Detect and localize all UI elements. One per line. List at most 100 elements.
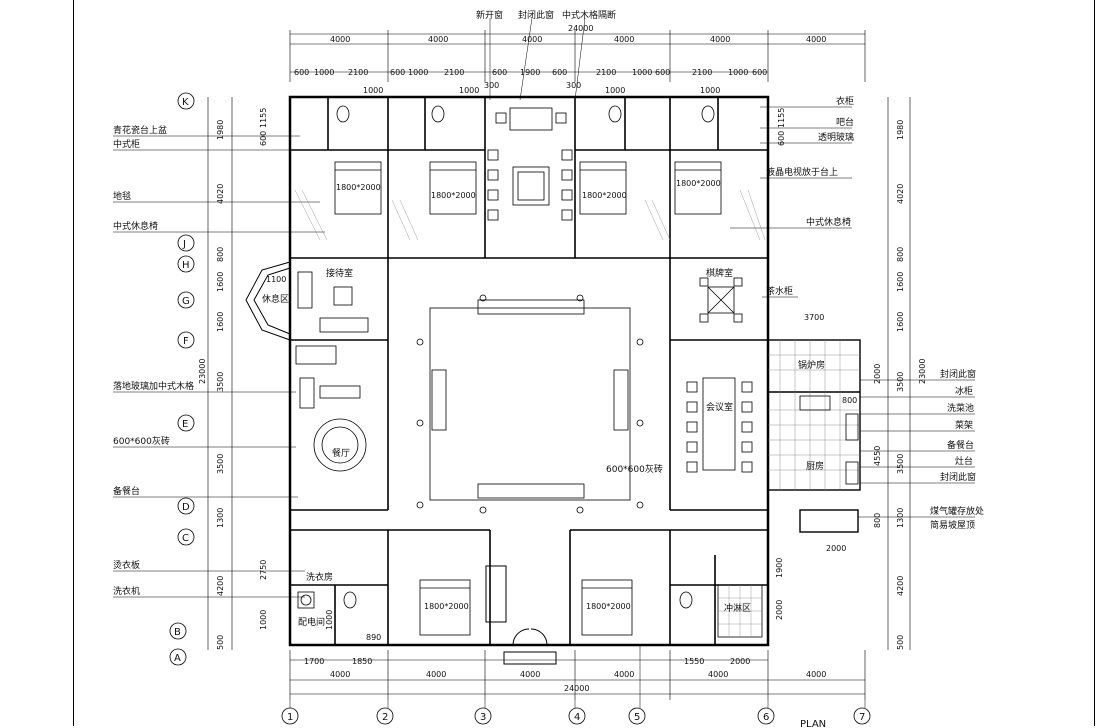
dim-bottom-total: 24000 — [564, 684, 589, 693]
axis-row-f: F — [183, 336, 189, 347]
room-shower: 冲淋区 — [724, 602, 751, 614]
dim-top-bay-1: 4000 — [330, 35, 350, 44]
dim-top-small: 1000 — [700, 86, 720, 95]
bay-window — [245, 261, 291, 341]
dim-top-sub: 1000 — [632, 68, 652, 77]
entrance — [485, 565, 557, 665]
note-left: 洗衣机 — [113, 585, 140, 597]
axis-col-6: 6 — [763, 712, 769, 723]
dim-right: 1600 — [896, 312, 905, 332]
note-left: 青花瓷台上盆 — [113, 124, 167, 136]
dim-right: 1600 — [896, 272, 905, 292]
plan-title: PLAN — [800, 719, 826, 728]
dim-top-bay-4: 4000 — [614, 35, 634, 44]
axis-row-b: B — [174, 627, 181, 638]
room-rest: 休息区 — [262, 293, 289, 305]
dim-bottom-sub: 1550 — [684, 657, 704, 666]
kitchen-tiles — [768, 340, 860, 490]
bed-size: 1800*2000 — [582, 191, 627, 200]
axis-row-h: H — [182, 260, 190, 271]
dim-bottom-sub: 1850 — [352, 657, 372, 666]
note-right: 透明玻璃 — [818, 131, 854, 143]
note-new-window: 新开窗 — [476, 9, 503, 21]
dim-right: 4020 — [896, 184, 905, 204]
dim-left-inner: 1100 — [266, 275, 286, 284]
axis-col-2: 2 — [382, 712, 388, 723]
col-axes — [281, 707, 871, 725]
dim-left-inner: 2750 — [259, 560, 268, 580]
note-right: 备餐台 — [947, 439, 974, 451]
dim-right-inner: 4550 — [873, 446, 882, 466]
note-left: 落地玻璃加中式木格 — [113, 380, 194, 392]
bed-size: 1800*2000 — [586, 602, 631, 611]
left-dims: 1980 4020 800 1600 1600 3500 3500 1300 4… — [198, 108, 334, 650]
axis-row-k: K — [182, 97, 189, 108]
dim-bottom-sub: 1700 — [304, 657, 324, 666]
dim-right: 800 — [896, 247, 905, 262]
dim-right-inner: 2000 — [873, 364, 882, 384]
note-left: 中式休息椅 — [113, 220, 158, 232]
dim-right: 3500 — [896, 454, 905, 474]
meeting-furniture — [686, 377, 753, 473]
dim-top-small: 300 — [484, 81, 499, 90]
dim-top-sub: 2100 — [596, 68, 616, 77]
bed-size: 1800*2000 — [431, 191, 476, 200]
dim-right: 4200 — [896, 576, 905, 596]
dim-bottom-bay: 4000 — [426, 670, 446, 679]
dim-top-small: 1000 — [363, 86, 383, 95]
note-close-window: 封闭此窗 — [518, 9, 554, 21]
dim-top-sub: 600 — [552, 68, 567, 77]
dim-misc: 2000 — [826, 544, 846, 553]
axis-col-1: 1 — [287, 712, 293, 723]
dim-top-bay-2: 4000 — [428, 35, 448, 44]
dim-top-sub: 2100 — [692, 68, 712, 77]
inner-walls — [290, 97, 768, 645]
dim-left-inner: 600 — [259, 131, 268, 146]
room-reception: 接待室 — [326, 267, 353, 279]
note-right: 吧台 — [836, 116, 854, 128]
dim-top-bay-6: 4000 — [806, 35, 826, 44]
dim-bottom-sub: 2000 — [730, 657, 750, 666]
dim-left-inner: 1000 — [325, 610, 334, 630]
dim-top-sub: 600 — [752, 68, 767, 77]
note-left: 备餐台 — [113, 485, 140, 497]
room-power: 配电间 — [298, 616, 325, 628]
dim-right: 500 — [896, 635, 905, 650]
dim-right: 3500 — [896, 372, 905, 392]
drawing-frame — [73, 0, 1095, 726]
dim-left-inner: 1000 — [259, 610, 268, 630]
dim-left: 500 — [216, 635, 225, 650]
room-meeting: 会议室 — [706, 401, 733, 413]
dim-left: 3500 — [216, 372, 225, 392]
shower-tiles — [718, 585, 762, 637]
right-dims: 1980 4020 800 1600 1600 3500 3500 1300 4… — [775, 108, 927, 650]
dim-top-sub: 2100 — [348, 68, 368, 77]
dim-left-total: 23000 — [198, 359, 207, 384]
dim-top-bay-3: 4000 — [522, 35, 542, 44]
note-left: 600*600灰砖 — [113, 435, 170, 447]
dim-left: 4200 — [216, 576, 225, 596]
chess-furniture — [699, 277, 743, 323]
dim-bottom-bay: 4000 — [614, 670, 634, 679]
dim-left-inner: 1155 — [259, 108, 268, 128]
carpet-hatch — [294, 189, 766, 241]
dim-top-sub: 600 — [294, 68, 309, 77]
dim-top-total: 24000 — [568, 24, 593, 33]
room-kitchen: 厨房 — [806, 460, 824, 472]
note-left: 中式柜 — [113, 138, 140, 150]
dim-top-sub: 1000 — [408, 68, 428, 77]
dim-top-bay-5: 4000 — [710, 35, 730, 44]
note-right: 液晶电视放于台上 — [766, 166, 838, 178]
dim-misc: 890 — [366, 633, 381, 642]
dim-bottom-bay: 4000 — [708, 670, 728, 679]
axis-leaders — [289, 645, 866, 708]
note-right: 衣柜 — [836, 95, 854, 107]
dim-left: 800 — [216, 247, 225, 262]
dining-furniture — [295, 345, 367, 472]
dim-right-inner: 1155 — [777, 108, 786, 128]
dim-right-inner: 1900 — [775, 558, 784, 578]
dim-left: 1980 — [216, 120, 225, 140]
dim-bottom-bay: 4000 — [806, 670, 826, 679]
dim-top-sub: 1000 — [728, 68, 748, 77]
